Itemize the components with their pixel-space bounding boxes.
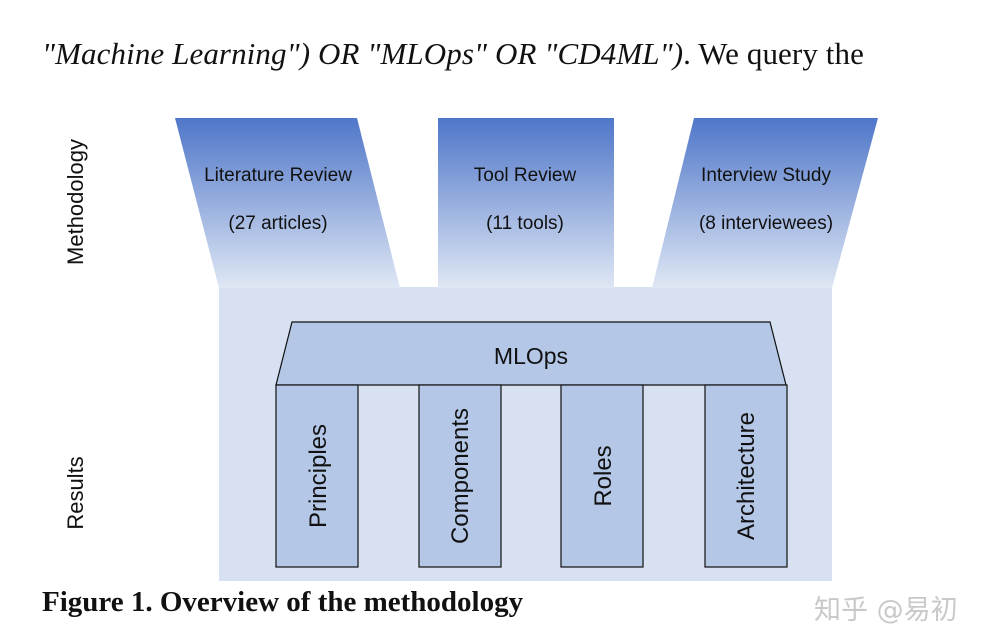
funnel-tool-review xyxy=(438,118,614,288)
method-detail: (11 tools) xyxy=(486,213,564,234)
results-side-label: Results xyxy=(63,456,88,529)
methodology-side-label: Methodology xyxy=(63,139,88,265)
body-text-line: "Machine Learning") OR "MLOps" OR "CD4ML… xyxy=(42,36,864,72)
method-title: Literature Review xyxy=(204,165,352,186)
query-string-rest: . We query the xyxy=(683,36,864,71)
pillar-label-components: Components xyxy=(447,408,474,544)
funnel-interview-study xyxy=(652,118,878,288)
query-string-italic: "Machine Learning") OR "MLOps" OR "CD4ML… xyxy=(42,36,684,71)
pillar-label-roles: Roles xyxy=(590,445,617,506)
method-detail: (8 interviewees) xyxy=(699,213,833,234)
mlops-label: MLOps xyxy=(494,343,568,369)
funnel-literature-review xyxy=(175,118,400,288)
pillar-architecture xyxy=(704,384,788,568)
pillar-label-principles: Principles xyxy=(305,424,332,528)
pillar-roles xyxy=(560,384,644,568)
pillar-components xyxy=(418,384,502,568)
watermark: 知乎 @易初 xyxy=(814,595,958,626)
method-detail: (27 articles) xyxy=(228,213,327,234)
method-title: Tool Review xyxy=(474,165,577,186)
figure-caption: Figure 1. Overview of the methodology xyxy=(42,586,524,618)
pillar-label-architecture: Architecture xyxy=(733,412,760,540)
pillar-principles xyxy=(275,384,359,568)
method-title: Interview Study xyxy=(701,165,831,186)
